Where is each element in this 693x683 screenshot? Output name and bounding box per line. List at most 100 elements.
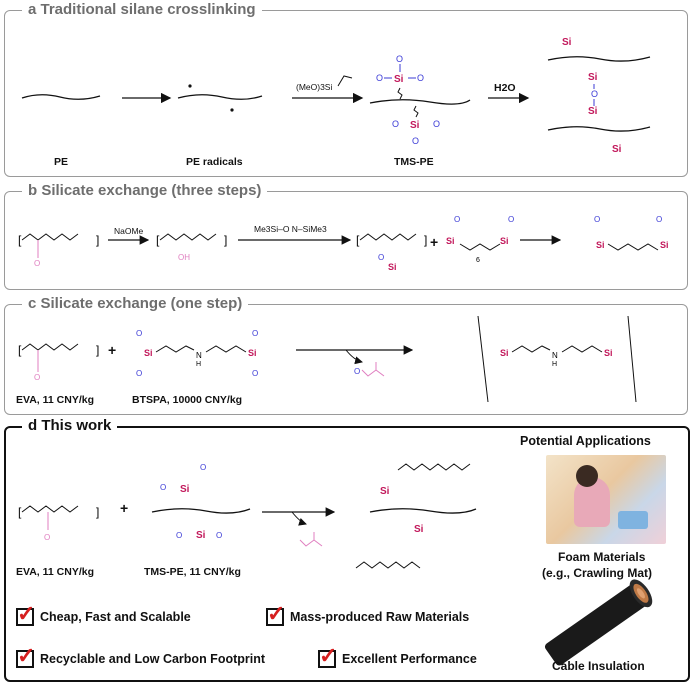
methyl-acetate [299,532,323,547]
si-atom: Si [562,37,572,48]
si-atom: Si [588,72,598,83]
eva-structure [21,505,79,513]
toy-blocks [618,511,648,529]
svg-text:H: H [552,361,557,368]
crosslinked-chain [547,126,651,132]
si-atom: Si [588,106,598,117]
eva-structure [21,233,79,241]
svg-text:6: 6 [476,257,480,264]
svg-text:N: N [196,351,202,360]
child-head [576,465,598,487]
panel-a [4,10,688,177]
check-item-1: ✓ Cheap, Fast and Scalable [16,603,191,626]
pe-label: PE [54,156,69,168]
panel-b-title: b Silicate exchange (three steps) [22,182,268,199]
panel-d [4,426,690,682]
check-item-4: ✓ Excellent Performance [318,645,477,668]
svg-text:[: [ [18,233,22,247]
si-atom: Si [394,74,404,85]
si-atom: Si [500,236,509,246]
svg-text:O: O [354,367,360,376]
foam-example-label: (e.g., Crawling Mat) [542,566,653,580]
check-item-label: Excellent Performance [342,652,477,666]
svg-text:]: ] [96,343,99,357]
svg-text:]: ] [224,233,227,247]
eva-structure [21,343,79,351]
panel-c [4,304,688,415]
check-item-3: ✓ Recyclable and Low Carbon Footprint [16,645,266,668]
si-atom: Si [446,236,455,246]
panel-c-title: c Silicate exchange (one step) [22,295,249,312]
tms-link [413,105,419,118]
check-item-label: Mass-produced Raw Materials [290,610,470,624]
silylating-reagent: Me3Si–O N–SiMe3 [254,224,327,234]
si-atom: Si [388,262,397,272]
svg-text:O: O [656,215,662,224]
crosslinked-chain [547,56,651,62]
panel-b [4,191,688,290]
svg-text:O: O [136,329,142,338]
svg-text:O: O [417,73,424,83]
tms-pe-label: TMS-PE, 11 CNY/kg [144,566,241,578]
crosslink-chain [561,345,603,353]
svg-text:]: ] [96,233,99,247]
methyl-acetate [361,362,385,377]
pe-radicals-label: PE radicals [186,156,243,168]
plus-sign: + [108,342,117,358]
check-item-label: Recyclable and Low Carbon Footprint [40,652,266,666]
pe-radical-chain [177,94,263,100]
crawling-mat-photo [546,455,666,544]
plus-sign: + [120,500,129,516]
byproduct-arrow [345,349,363,365]
svg-text:O: O [216,531,222,540]
panel-d-title: d This work [22,417,118,434]
svg-text:O: O [508,215,514,224]
svg-text:O: O [376,73,383,83]
si-atom: Si [604,348,613,358]
eva-graft-chain [355,561,421,569]
crosslink-chain [511,345,551,353]
radical-dot [230,108,234,112]
water-reagent: H2O [494,82,516,94]
svg-text:N: N [552,351,558,360]
silyl-ether-structure [359,233,417,241]
eva-crosslinked-chain [627,315,637,403]
checkmark-icon: ✓ [267,601,286,626]
svg-text:O: O [433,119,440,129]
svg-text:O: O [378,253,384,262]
vinyl-group [337,75,353,87]
si-atom: Si [612,144,622,155]
si-atom: Si [196,530,206,541]
cable-body [544,584,647,666]
svg-text:O: O [412,136,419,146]
svg-text:O: O [396,54,403,64]
checkmark-icon: ✓ [17,643,36,668]
svg-text:O: O [594,215,600,224]
tms-pe-label: TMS-PE [394,156,434,168]
check-item-2: ✓ Mass-produced Raw Materials [266,603,470,626]
eva-label: EVA, 11 CNY/kg [16,566,95,578]
radical-dot [188,84,192,88]
evoh-structure [159,233,217,241]
naome-reagent: NaOMe [114,226,144,236]
product-chain [369,508,477,514]
checkbox-icon: ✓ [16,645,35,668]
svg-text:O: O [591,89,598,99]
svg-text:[: [ [18,505,22,519]
applications-title: Potential Applications [520,434,651,448]
svg-text:O: O [44,533,50,542]
eva-graft-chain [397,463,471,471]
svg-text:O: O [34,259,40,268]
si-atom: Si [500,348,509,358]
pe-chain [21,94,101,100]
plus-sign: + [430,234,439,250]
tms-pe-chain [369,99,471,105]
cable-label: Cable Insulation [552,659,645,673]
svg-text:]: ] [424,233,427,247]
si-atom: Si [660,240,669,250]
svg-text:[: [ [18,343,22,357]
svg-text:O: O [136,369,142,378]
si-atom: Si [180,484,190,495]
